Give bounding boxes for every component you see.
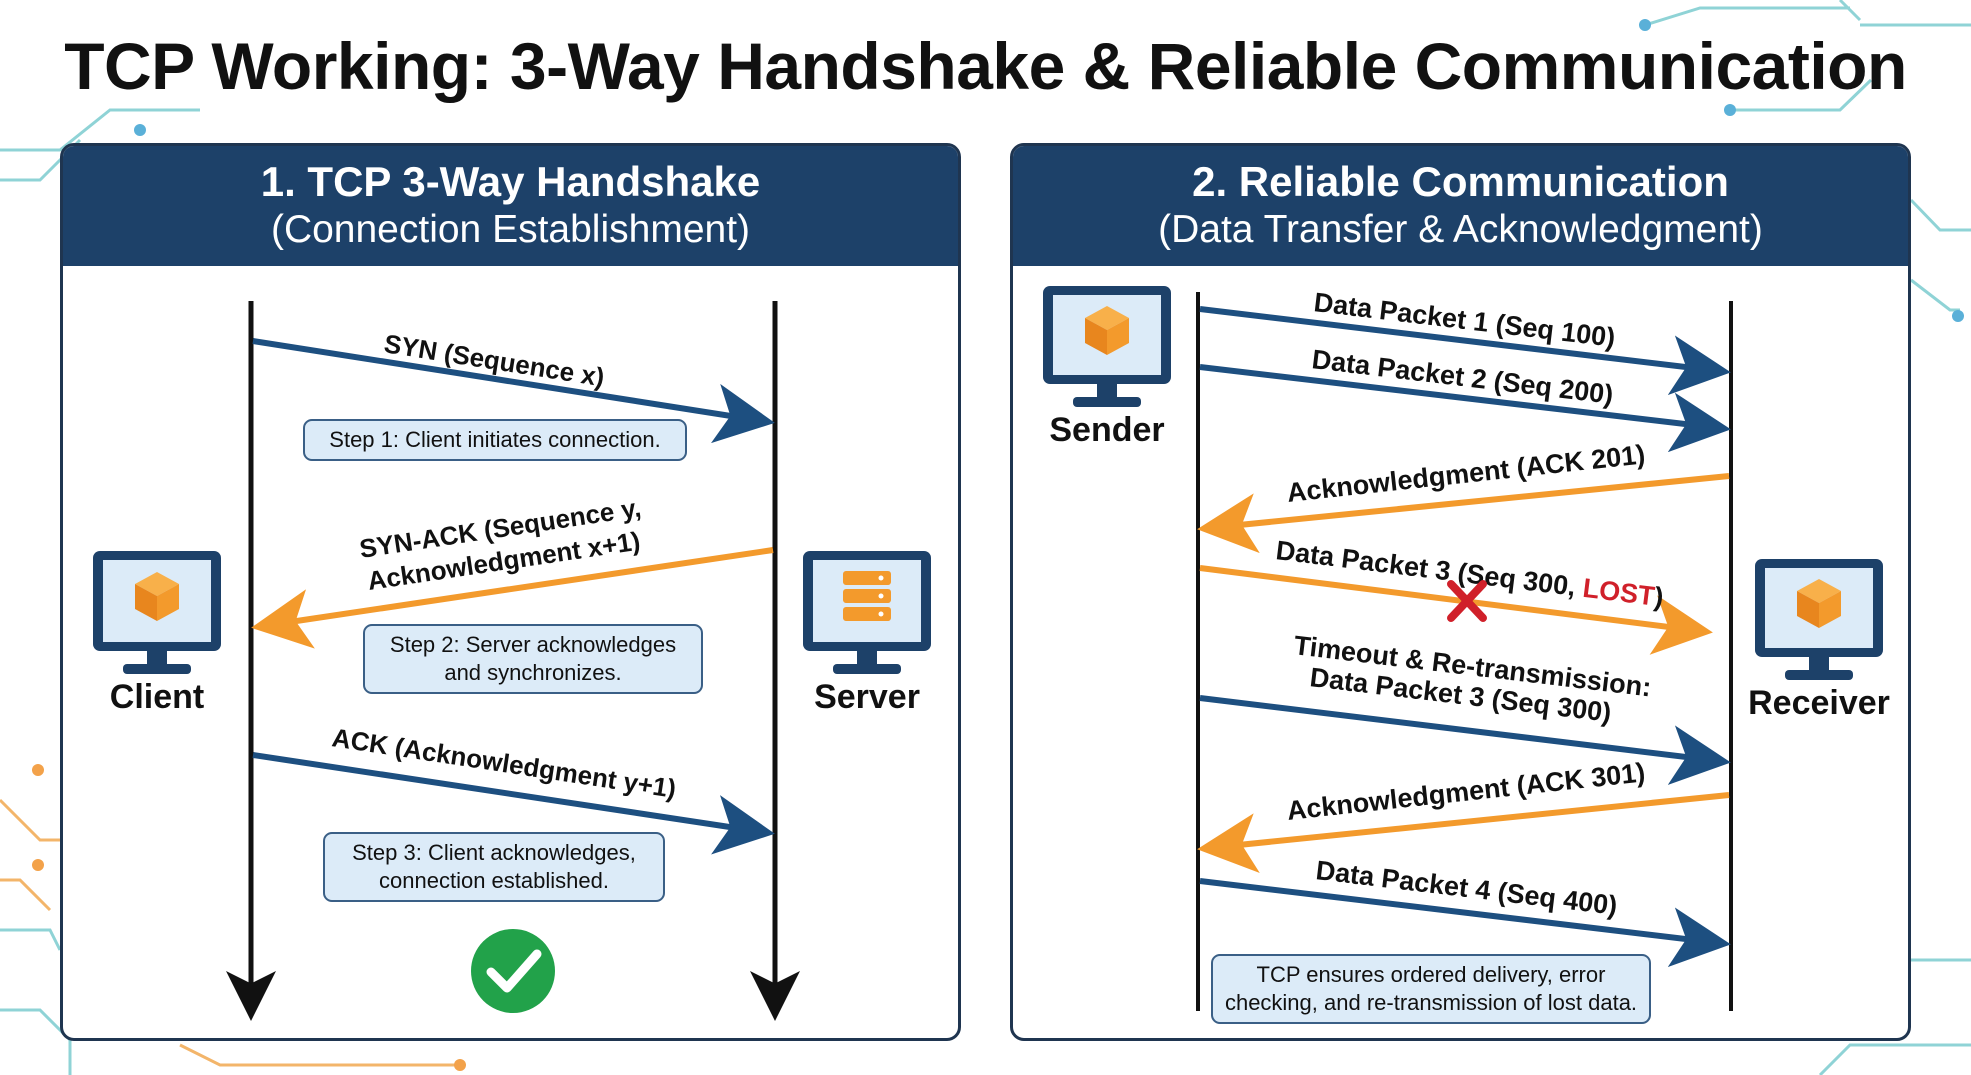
check-circle-icon <box>471 929 555 1013</box>
packet2-arrow <box>1199 364 1731 453</box>
circuit-trace <box>0 878 52 912</box>
circuit-trace <box>1909 198 1971 232</box>
circuit-node <box>32 764 44 776</box>
circuit-node <box>134 124 146 136</box>
circuit-node <box>32 859 44 871</box>
circuit-trace <box>1838 0 1862 22</box>
receiver-computer-icon <box>1755 559 1883 680</box>
handshake-panel: 1. TCP 3-Way Handshake (Connection Estab… <box>60 143 961 1041</box>
packet3-lost-arrow <box>1199 565 1713 655</box>
page-title: TCP Working: 3-Way Handshake & Reliable … <box>64 29 1907 103</box>
circuit-node <box>1724 104 1736 116</box>
packet1-arrow <box>1199 306 1731 396</box>
reliable-diagram: Data Packet 1 (Seq 100) Data Packet 2 (S… <box>1043 286 1890 1011</box>
x-mark-icon <box>1447 580 1487 622</box>
handshake-diagram: SYN (Sequence x) SYN-ACK (Sequence y, Ac… <box>93 301 931 1021</box>
circuit-trace <box>0 1008 72 1075</box>
computer-cube-icon <box>93 551 221 674</box>
step3-text-line2: connection established. <box>379 868 609 893</box>
retransmit-arrow <box>1199 695 1731 785</box>
step2-note: Step 2: Server acknowledges and synchron… <box>363 624 703 694</box>
ack201-arrow <box>1197 473 1730 554</box>
reliable-panel-header: 2. Reliable Communication (Data Transfer… <box>1013 146 1908 266</box>
step3-note: Step 3: Client acknowledges, connection … <box>323 832 665 902</box>
circuit-node <box>454 1059 466 1071</box>
packet3-label-prefix: Data Packet 3 (Seq 300, <box>1274 535 1585 602</box>
packet4-arrow <box>1199 878 1731 968</box>
server-label: Server <box>814 678 920 716</box>
circuit-trace <box>0 798 60 842</box>
syn-arrow <box>252 338 775 444</box>
client-label: Client <box>110 678 204 716</box>
ack201-label: Acknowledgment (ACK 201) <box>1285 439 1646 508</box>
sender-label: Sender <box>1049 411 1164 449</box>
reliable-panel: 2. Reliable Communication (Data Transfer… <box>1010 143 1911 1041</box>
step2-text-line2: and synchronizes. <box>444 660 622 685</box>
ack301-label: Acknowledgment (ACK 301) <box>1285 757 1646 826</box>
circuit-trace <box>0 928 62 951</box>
handshake-panel-header: 1. TCP 3-Way Handshake (Connection Estab… <box>63 146 958 266</box>
reliable-panel-title: 2. Reliable Communication <box>1192 158 1729 205</box>
circuit-node <box>1639 19 1651 31</box>
handshake-panel-title: 1. TCP 3-Way Handshake <box>260 158 761 205</box>
packet3-lost-word: LOST <box>1581 573 1657 612</box>
step1-text: Step 1: Client initiates connection. <box>329 427 661 452</box>
circuit-trace <box>1725 78 1873 112</box>
syn-ack-arrow <box>251 547 774 649</box>
circuit-trace <box>179 1043 460 1067</box>
circuit-trace <box>1910 278 1960 312</box>
packet3-label-suffix: ) <box>1653 582 1666 613</box>
circuit-trace <box>1644 6 1850 27</box>
summary-text-line1: TCP ensures ordered delivery, error <box>1256 962 1606 987</box>
ack301-arrow <box>1197 792 1730 873</box>
ack-arrow <box>252 752 775 855</box>
summary-note: TCP ensures ordered delivery, error chec… <box>1211 954 1651 1024</box>
sender-computer-icon <box>1043 286 1171 407</box>
step3-text-line1: Step 3: Client acknowledges, <box>352 840 636 865</box>
handshake-panel-subtitle: (Connection Establishment) <box>270 208 751 251</box>
server-icon <box>803 551 931 674</box>
step1-note: Step 1: Client initiates connection. <box>303 419 687 461</box>
step2-text-line1: Step 2: Server acknowledges <box>389 632 677 657</box>
receiver-label: Receiver <box>1748 684 1890 722</box>
circuit-node <box>1952 310 1964 322</box>
syn-label: SYN (Sequence x) <box>382 328 606 392</box>
reliable-panel-subtitle: (Data Transfer & Acknowledgment) <box>1158 208 1763 251</box>
circuit-trace <box>1818 1043 1971 1075</box>
circuit-trace <box>0 108 200 152</box>
summary-text-line2: checking, and re-transmission of lost da… <box>1224 990 1638 1015</box>
